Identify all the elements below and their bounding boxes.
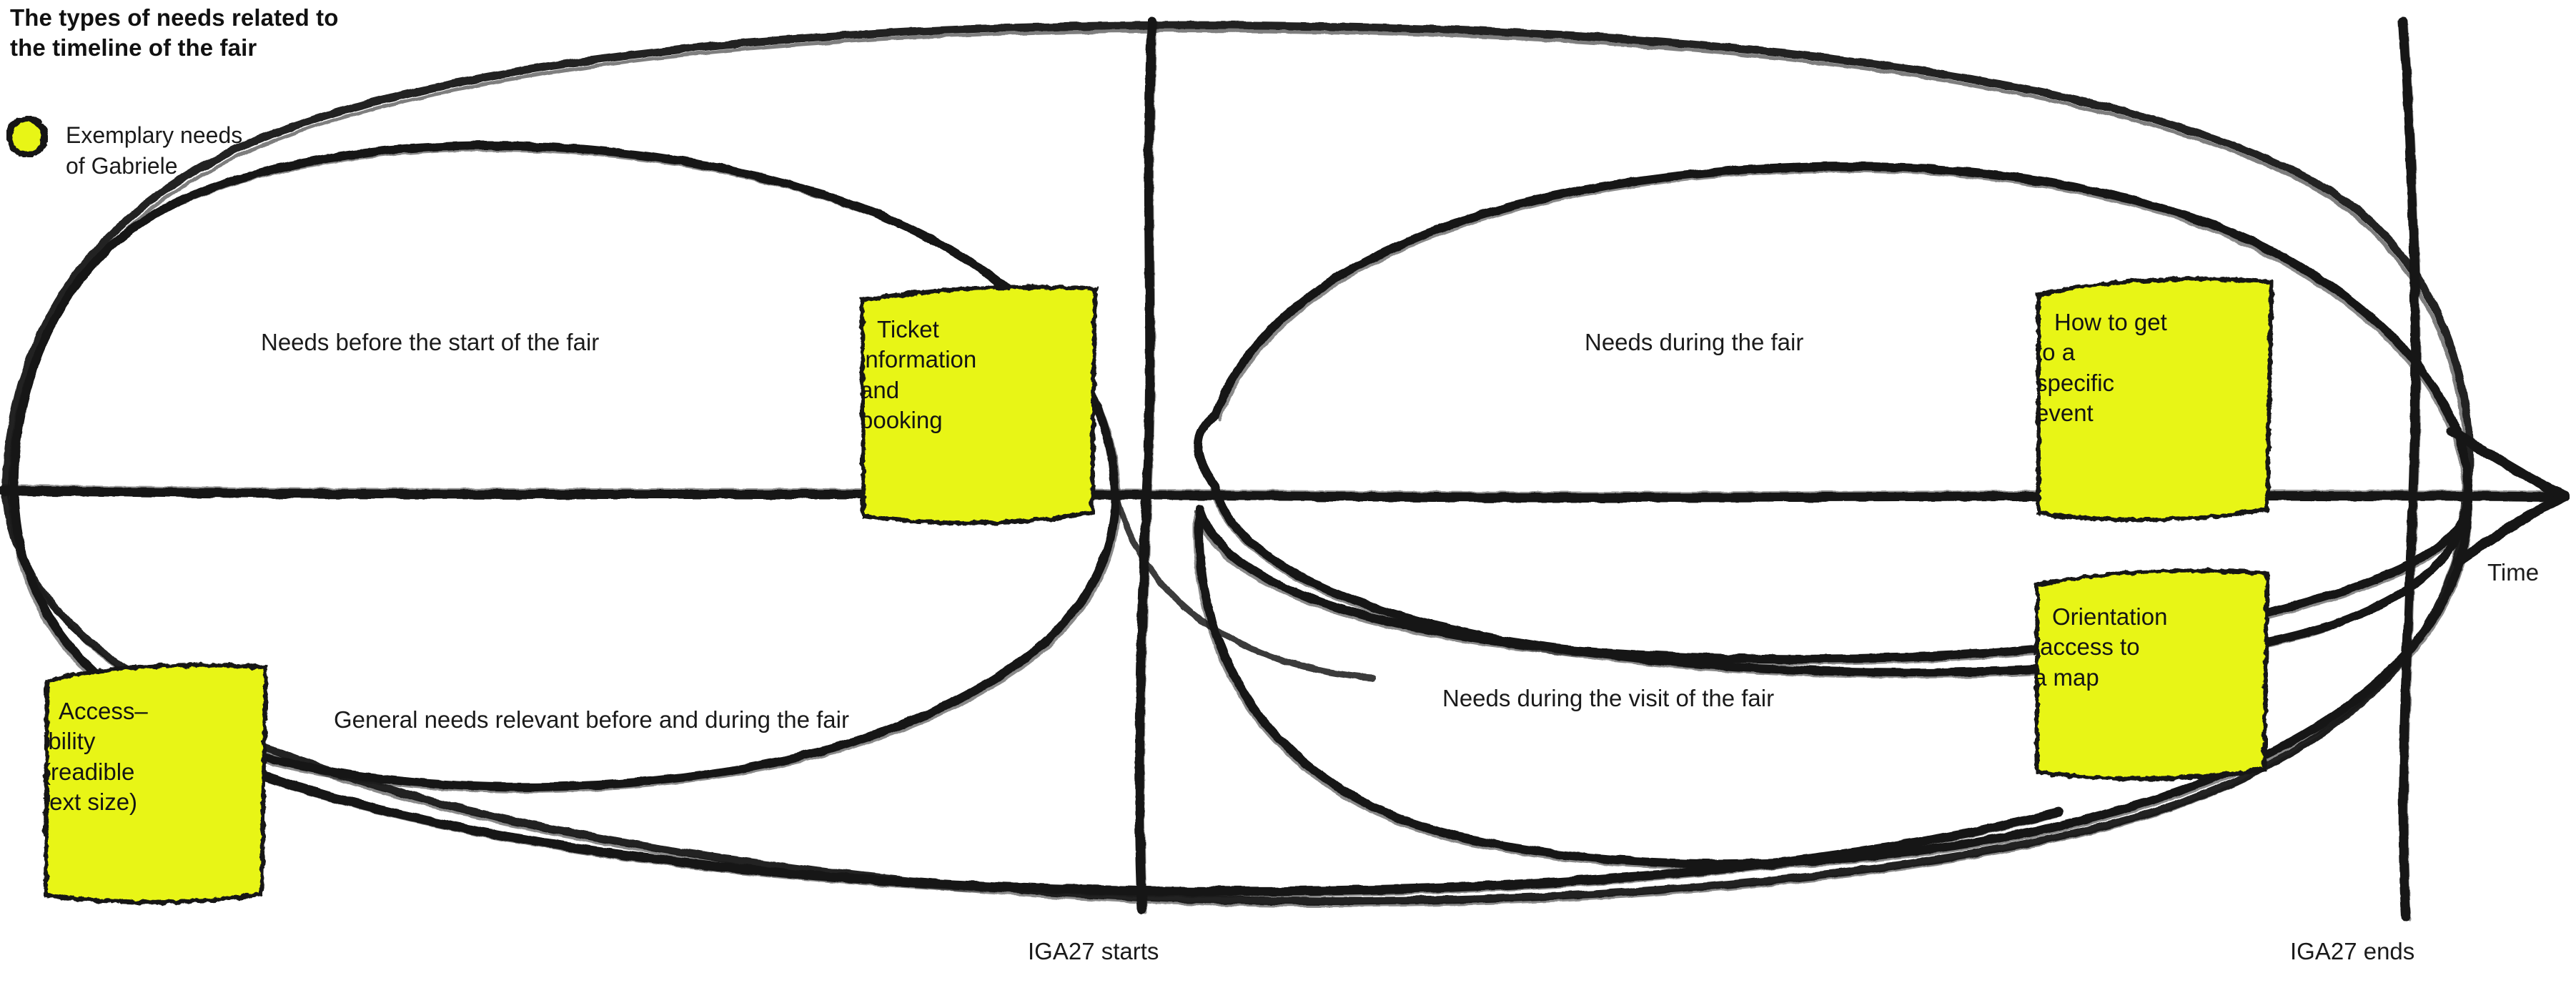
page-title: The types of needs related to the timeli… — [10, 4, 339, 61]
loop-label-needs-during: Needs during the fair — [1585, 329, 1804, 355]
axis-label-time: Time — [2487, 559, 2540, 586]
sticky-note-orientation-map[interactable]: Orientation /access to a map — [2033, 572, 2269, 779]
axis-marker-iga27-ends: IGA27 ends — [2290, 938, 2415, 964]
yellow-circle-icon — [4, 113, 50, 160]
loop-label-needs-visit: Needs during the visit of the fair — [1442, 685, 1775, 711]
legend-label: Exemplary needs of Gabriele — [66, 122, 243, 179]
sticky-note-accessibility-text: Access– ibility (readible text size) — [43, 698, 148, 815]
sticky-note-ticket[interactable]: Ticket information and booking — [860, 285, 1096, 528]
loop-label-needs-before: Needs before the start of the fair — [261, 329, 600, 355]
sticky-note-accessibility[interactable]: Access– ibility (readible text size) — [43, 666, 264, 902]
legend: Exemplary needs of Gabriele — [4, 113, 242, 181]
sticky-note-specific-event[interactable]: How to get to a specific event — [2036, 277, 2272, 520]
sticky-note-specific-event-text: How to get to a specific event — [2036, 309, 2167, 426]
loop-label-general-needs: General needs relevant before and during… — [334, 706, 849, 733]
sticky-note-orientation-map-text: Orientation /access to a map — [2033, 603, 2168, 691]
axis-marker-iga27-starts: IGA27 starts — [1028, 938, 1159, 964]
